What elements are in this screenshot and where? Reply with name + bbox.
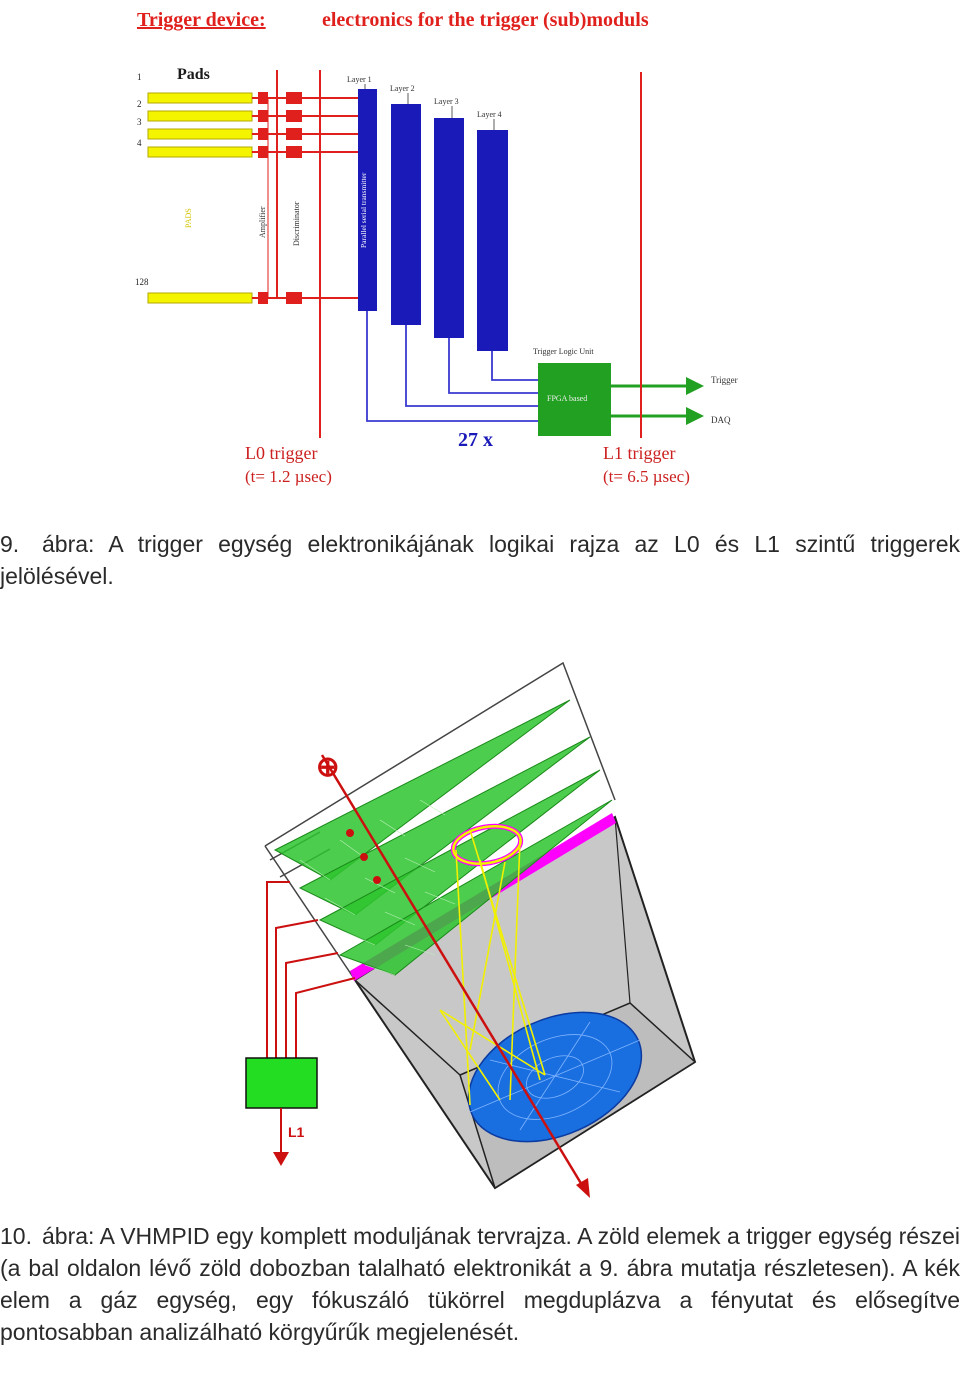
l0-trigger-label: L0 trigger [245,443,317,463]
multiplicity-label: 27 x [458,429,493,451]
light-rays [439,829,546,1106]
trigger-output-label: Trigger [711,375,738,385]
particle-track [320,754,590,1198]
amplifier-label: Amplifier [258,206,267,238]
pad-bar [147,128,253,140]
daq-output-label: DAQ [711,415,731,425]
pad-bars [147,92,253,304]
layer-label: Layer 3 [434,97,459,106]
caption-number: 9. [0,531,20,557]
caption-text: ábra: A trigger egység elektronikájának … [0,531,960,589]
signal-lines [252,70,358,299]
pad-bar [147,292,253,304]
particle-charge-icon: ⊕ [316,751,339,782]
fpga-outputs [611,377,704,425]
layer-blocks [358,89,508,351]
pad-number: 4 [137,138,142,148]
layer-label: Layer 1 [347,75,372,84]
detector-plane [338,799,613,976]
fpga-box [538,363,611,436]
readout-lines [266,881,356,1058]
trigger-electronics-diagram: Trigger device: electronics for the trig… [135,9,738,486]
layer-block [391,104,421,325]
discriminator-label: Discriminator [292,201,301,246]
figure-caption-10: 10.ábra: A VHMPID egy komplett moduljána… [0,1220,960,1348]
diagram-title-right: electronics for the trigger (sub)moduls [322,9,649,31]
pad-bar [147,146,253,158]
layer-block [358,89,377,311]
vhmpid-module-drawing: ⊕ L1 [245,661,697,1198]
pad-bar [147,110,253,122]
l0-trigger-time: (t= 1.2 µsec) [245,467,332,486]
caption-number: 10. [0,1223,32,1249]
pad-number: 2 [137,99,142,109]
layer-label: Layer 4 [477,110,502,119]
trigger-electronics-box [245,1057,318,1109]
pad-number: 1 [137,72,142,82]
layer-label: Layer 2 [390,84,415,93]
l1-trigger-time: (t= 6.5 µsec) [603,467,690,486]
layer-output-lines [366,311,539,422]
pad-number: 3 [137,117,142,127]
layer-block [477,130,508,351]
figure-caption-9: 9.ábra: A trigger egység elektronikájána… [0,528,960,592]
l1-output-arrow [273,1152,289,1166]
cherenkov-ring [450,823,524,867]
discriminator-boxes [258,92,302,304]
pads-vertical-label: PADS [184,208,193,228]
l1-output-label: L1 [288,1124,305,1140]
pads-label: Pads [177,66,210,83]
diagram-title-left: Trigger device: [137,9,266,31]
fpga-label: FPGA based [547,394,587,403]
pad-bar [147,92,253,104]
l1-trigger-label: L1 trigger [603,443,675,463]
detector-plane [298,736,591,916]
parallel-serial-label: Parallel serial transmitter [359,172,368,248]
caption-text: ábra: A VHMPID egy komplett moduljának t… [0,1223,960,1345]
layer-block [434,118,464,338]
tlu-label: Trigger Logic Unit [533,347,594,356]
pad-number: 128 [135,277,149,287]
